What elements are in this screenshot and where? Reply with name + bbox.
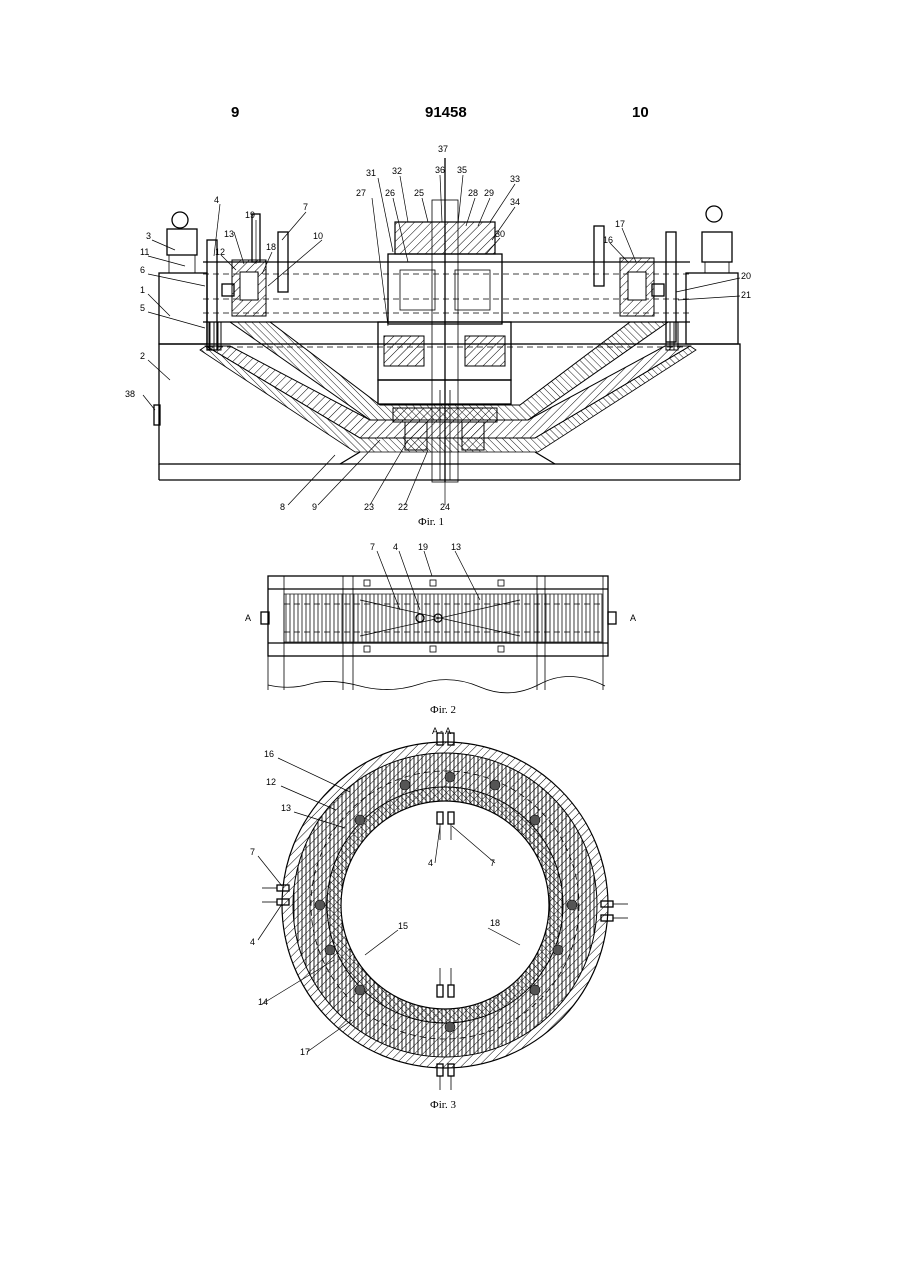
fig2-label-13: 13 (451, 542, 461, 552)
fig1-label-26: 26 (385, 188, 395, 198)
fig1-label-31: 31 (366, 168, 376, 178)
figure-1-section-view: 3 11 6 1 5 2 38 4 13 12 19 18 7 10 8 9 2… (125, 144, 751, 512)
fig1-caption: Фіг. 1 (418, 516, 444, 528)
fig1-label-37: 37 (438, 144, 448, 154)
fig1-label-18: 18 (266, 242, 276, 252)
fig1-label-28: 28 (468, 188, 478, 198)
fig1-label-16: 16 (603, 235, 613, 245)
fig2-label-4: 4 (393, 542, 398, 552)
fig1-label-13: 13 (224, 229, 234, 239)
fig1-label-6: 6 (140, 265, 145, 275)
figure-3-ring-section: A - A 16 12 13 7 4 7 4 15 18 14 17 (250, 726, 628, 1090)
fig1-label-7: 7 (303, 202, 308, 212)
fig3-label-13: 13 (281, 803, 291, 813)
fig1-label-12: 12 (215, 247, 225, 257)
fig1-label-25: 25 (414, 188, 424, 198)
fig1-label-32: 32 (392, 166, 402, 176)
figure-2-side-view: 7 4 19 13 A A (245, 542, 636, 693)
fig3-label-16: 16 (264, 749, 274, 759)
fig3-label-7-left: 7 (250, 847, 255, 857)
fig1-label-19: 19 (245, 210, 255, 220)
fig1-label-2: 2 (140, 351, 145, 361)
fig1-label-17: 17 (615, 219, 625, 229)
fig1-label-4: 4 (214, 195, 219, 205)
fig2-caption: Фіг. 2 (430, 704, 456, 716)
fig1-label-22: 22 (398, 502, 408, 512)
fig3-label-4-inner: 4 (428, 858, 433, 868)
fig3-label-7-inner: 7 (490, 858, 495, 868)
fig1-label-8: 11 (140, 247, 149, 257)
fig1-label-36: 36 (435, 165, 445, 175)
fig1-label-34: 34 (510, 197, 520, 207)
fig1-label-5: 5 (140, 303, 145, 313)
fig1-label-3: 3 (146, 231, 151, 241)
fig1-label-20: 20 (741, 271, 751, 281)
fig2-section-mark-right: A (630, 613, 636, 623)
fig2-label-19: 19 (418, 542, 428, 552)
fig1-label-23: 23 (364, 502, 374, 512)
fig1-label-38: 38 (125, 389, 135, 399)
fig2-label-7: 7 (370, 542, 375, 552)
fig3-label-14: 14 (258, 997, 268, 1007)
fig1-label-29: 29 (484, 188, 494, 198)
fig1-label-9: 8 (280, 502, 285, 512)
fig3-label-17: 17 (300, 1047, 310, 1057)
fig3-section-title: A - A (432, 726, 451, 736)
fig1-label-30: 30 (495, 229, 505, 239)
fig2-section-mark-left: A (245, 613, 251, 623)
fig3-label-18: 18 (490, 918, 500, 928)
fig1-label-24: 24 (440, 502, 450, 512)
fig3-label-12: 12 (266, 777, 276, 787)
fig1-label-35: 35 (457, 165, 467, 175)
fig3-label-15: 15 (398, 921, 408, 931)
fig1-label-1: 1 (140, 285, 145, 295)
fig1-label-27: 27 (356, 188, 366, 198)
fig1-label-11: 10 (313, 231, 323, 241)
fig3-label-4-left: 4 (250, 937, 255, 947)
fig1-label-33: 33 (510, 174, 520, 184)
fig3-caption: Фіг. 3 (430, 1099, 456, 1111)
fig1-label-10: 9 (312, 502, 317, 512)
fig1-label-21: 21 (741, 290, 751, 300)
